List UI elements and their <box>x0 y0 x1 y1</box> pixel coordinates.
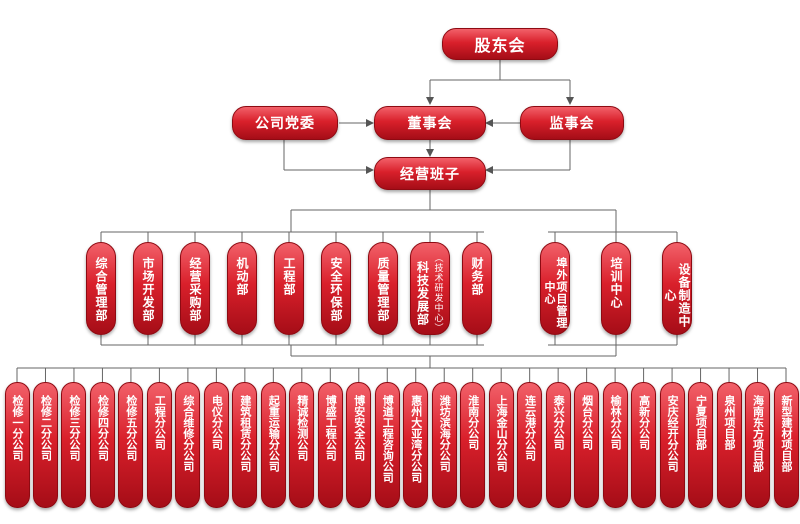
subsidiary-box: 淮南分公司 <box>460 382 486 508</box>
subsidiary-box: 惠州大亚湾分公司 <box>403 382 429 508</box>
dept-label: 工程部 <box>282 257 296 296</box>
subsidiary-box: 起重运输分公司 <box>260 382 286 508</box>
subsidiary-box: 建筑租赁分公司 <box>232 382 258 508</box>
center-label: 培训中心 <box>609 257 623 309</box>
subsidiary-label: 淮南分公司 <box>466 395 480 450</box>
subsidiary-label: 潍坊滨海分公司 <box>438 395 452 472</box>
subsidiary-label: 泰兴分公司 <box>552 395 566 450</box>
subsidiary-box: 潍坊滨海分公司 <box>431 382 457 508</box>
subsidiary-label: 检修三分公司 <box>67 395 81 461</box>
subsidiary-box: 上海金山分公司 <box>488 382 514 508</box>
subsidiary-label: 博安安全公司 <box>352 395 366 461</box>
subsidiary-label: 高新分公司 <box>637 395 651 450</box>
subsidiary-label: 综合维修分公司 <box>181 395 195 472</box>
dept-label: 综合管理部 <box>94 257 108 322</box>
center-outside-projects: 埠外项目管理中心 <box>540 242 570 335</box>
subsidiary-label: 榆林分公司 <box>609 395 623 450</box>
board-label: 董事会 <box>407 116 453 132</box>
dept-technology-development: （技术研发中心） 科技发展部 <box>410 242 450 335</box>
subsidiary-label: 新型建材项目部 <box>780 395 793 472</box>
subsidiary-box: 工程分公司 <box>146 382 172 508</box>
board-box: 董事会 <box>374 106 486 140</box>
dept-general-management: 综合管理部 <box>86 242 116 335</box>
center-training: 培训中心 <box>601 242 631 335</box>
subsidiary-box: 检修一分公司 <box>4 382 30 508</box>
dept-procurement: 经营采购部 <box>180 242 210 335</box>
subsidiary-label: 检修五分公司 <box>124 395 138 461</box>
subsidiary-box: 宁夏项目部 <box>688 382 714 508</box>
supervisors-label: 监事会 <box>549 116 595 132</box>
subsidiary-label: 检修四分公司 <box>96 395 110 461</box>
tech-center-note: （技术研发中心） <box>432 253 443 333</box>
subsidiary-box: 新型建材项目部 <box>773 382 799 508</box>
subsidiary-box: 电仪分公司 <box>203 382 229 508</box>
subsidiary-box: 烟台分公司 <box>574 382 600 508</box>
subsidiary-label: 工程分公司 <box>153 395 167 450</box>
management-box: 经营班子 <box>374 157 486 190</box>
subsidiary-label: 起重运输分公司 <box>267 395 281 472</box>
party-committee-box: 公司党委 <box>232 106 338 140</box>
dept-engineering: 工程部 <box>274 242 304 335</box>
dept-label: 机动部 <box>235 257 249 296</box>
subsidiary-box: 连云港分公司 <box>517 382 543 508</box>
management-label: 经营班子 <box>400 166 460 183</box>
shareholders-label: 股东会 <box>474 36 526 55</box>
center-label: 埠外项目管理中心 <box>543 256 568 329</box>
subsidiary-box: 泰兴分公司 <box>545 382 571 508</box>
subsidiary-box: 精诚检测公司 <box>289 382 315 508</box>
dept-label: 财务部 <box>470 257 484 296</box>
dept-label: 市场开发部 <box>141 257 155 322</box>
subsidiary-label: 海南东方项目部 <box>751 395 765 472</box>
dept-label: 安全环保部 <box>329 257 343 322</box>
subsidiary-label: 烟台分公司 <box>580 395 594 450</box>
supervisors-box: 监事会 <box>520 106 624 140</box>
dept-label: 科技发展部 <box>415 260 430 326</box>
subsidiary-label: 泉州项目部 <box>723 395 737 450</box>
subsidiary-label: 惠州大亚湾分公司 <box>409 395 423 483</box>
subsidiary-box: 检修三分公司 <box>61 382 87 508</box>
subsidiary-label: 检修二分公司 <box>39 395 53 461</box>
subsidiary-box: 检修四分公司 <box>89 382 115 508</box>
subsidiary-box: 海南东方项目部 <box>745 382 771 508</box>
subsidiary-label: 建筑租赁分公司 <box>238 395 252 472</box>
subsidiary-label: 精诚检测公司 <box>295 395 309 461</box>
subsidiary-box: 检修二分公司 <box>32 382 58 508</box>
dept-mechanical: 机动部 <box>227 242 257 335</box>
center-equipment-manufacturing: 设备制造中心 <box>662 242 692 335</box>
shareholders-box: 股东会 <box>442 28 558 60</box>
subsidiary-box: 高新分公司 <box>631 382 657 508</box>
subsidiary-label: 检修一分公司 <box>11 395 24 461</box>
subsidiary-box: 博盛工程公司 <box>317 382 343 508</box>
subsidiary-box: 安庆经开分公司 <box>659 382 685 508</box>
dept-label: 质量管理部 <box>376 257 390 322</box>
subsidiary-box: 博道工程咨询公司 <box>374 382 400 508</box>
subsidiary-label: 博道工程咨询公司 <box>381 395 395 483</box>
subsidiary-box: 综合维修分公司 <box>175 382 201 508</box>
subsidiary-label: 电仪分公司 <box>210 395 224 450</box>
dept-quality-management: 质量管理部 <box>368 242 398 335</box>
dept-market-development: 市场开发部 <box>133 242 163 335</box>
subsidiary-box: 检修五分公司 <box>118 382 144 508</box>
dept-finance: 财务部 <box>462 242 492 335</box>
subsidiary-box: 榆林分公司 <box>602 382 628 508</box>
subsidiary-box: 泉州项目部 <box>716 382 742 508</box>
subsidiary-label: 上海金山分公司 <box>495 395 509 472</box>
subsidiary-label: 宁夏项目部 <box>694 395 708 450</box>
party-committee-label: 公司党委 <box>255 116 315 132</box>
dept-safety-environment: 安全环保部 <box>321 242 351 335</box>
subsidiary-box: 博安安全公司 <box>346 382 372 508</box>
center-label: 设备制造中心 <box>663 263 691 328</box>
dept-label: 经营采购部 <box>188 257 202 322</box>
subsidiary-label: 安庆经开分公司 <box>666 395 680 472</box>
subsidiary-label: 博盛工程公司 <box>324 395 338 461</box>
subsidiary-label: 连云港分公司 <box>523 395 537 461</box>
